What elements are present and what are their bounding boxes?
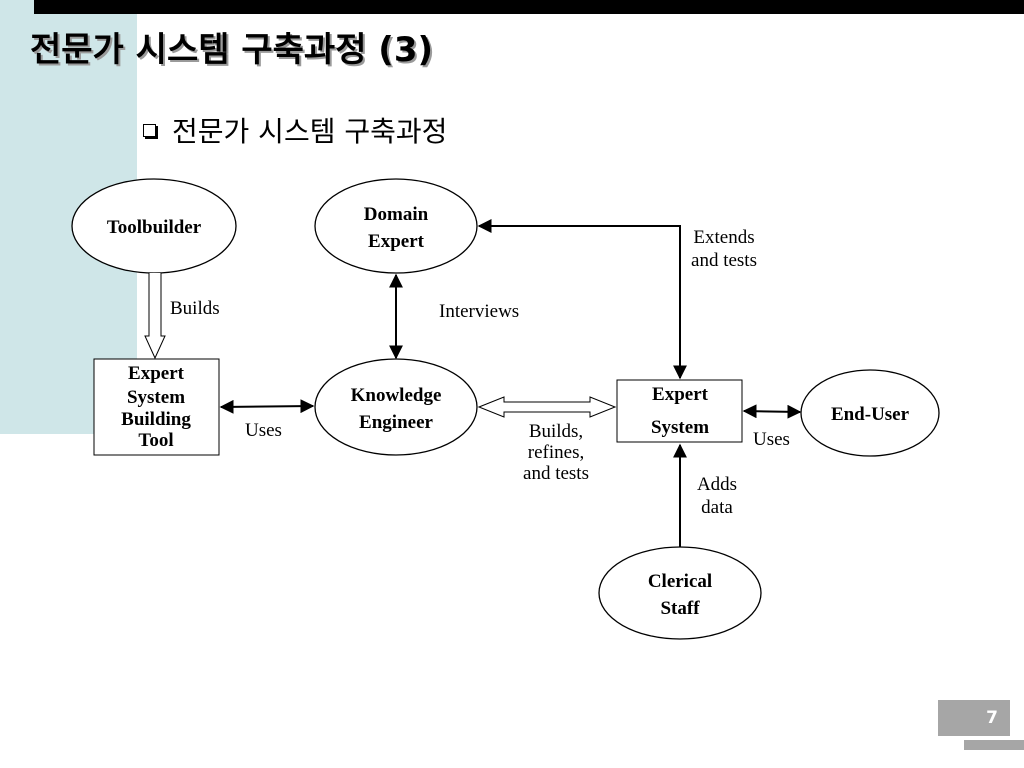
edge-adds-data-label-line1: Adds: [697, 474, 737, 495]
edge-adds-data-label-line2: data: [701, 497, 733, 518]
edge-uses-system-line: [742, 404, 802, 419]
edge-uses-tool-label: Uses: [245, 420, 282, 441]
edge-builds-hollow-arrow: [144, 273, 166, 360]
node-toolbuilder-label: Toolbuilder: [107, 217, 202, 238]
node-building-tool-label-line4: Tool: [138, 430, 173, 451]
node-building-tool: Expert System Building Tool: [93, 358, 220, 456]
edge-builds-label: Builds: [170, 298, 220, 319]
node-toolbuilder: Toolbuilder: [71, 178, 237, 274]
edge-builds-refines-label-line1: Builds,: [529, 421, 583, 442]
node-building-tool-label-line3: Building: [121, 409, 191, 430]
node-expert-system: Expert System: [616, 379, 743, 443]
slide-title: 전문가 시스템 구축과정 (3): [30, 30, 434, 70]
node-knowledge-engineer-label-line1: Knowledge: [351, 385, 442, 406]
page-number-box: [938, 700, 1010, 736]
node-expert-system-label-line1: Expert: [652, 384, 709, 405]
edge-uses-system-label: Uses: [753, 429, 790, 450]
edge-interviews-label: Interviews: [439, 301, 519, 322]
node-domain-expert-label-line1: Domain: [364, 204, 429, 225]
node-domain-expert-label-line2: Expert: [368, 231, 425, 252]
node-domain-expert: Domain Expert: [314, 178, 478, 274]
edge-extends-tests-line: [477, 219, 687, 380]
page-number: 7: [986, 708, 998, 728]
node-knowledge-engineer: Knowledge Engineer: [314, 358, 478, 456]
edge-extends-tests-label-line1: Extends: [693, 227, 754, 248]
node-clerical-staff: Clerical Staff: [598, 546, 762, 640]
node-building-tool-label-line2: System: [127, 387, 185, 408]
bullet-text: 전문가 시스템 구축과정: [172, 115, 448, 148]
node-end-user: End-User: [800, 369, 940, 457]
page-number-accent: [964, 740, 1024, 750]
edge-builds-refines-hollow-arrow: [477, 396, 617, 418]
checkbox-bullet-icon: [143, 123, 156, 137]
edge-builds-refines-label-line3: and tests: [523, 463, 589, 484]
node-end-user-label: End-User: [831, 404, 910, 425]
node-clerical-staff-label-line1: Clerical: [648, 571, 712, 592]
node-expert-system-label-line2: System: [651, 417, 709, 438]
edge-extends-tests-label-line2: and tests: [691, 250, 757, 271]
edge-uses-tool-line: [219, 399, 315, 414]
node-clerical-staff-label-line2: Staff: [660, 598, 700, 619]
node-knowledge-engineer-label-line2: Engineer: [359, 412, 433, 433]
bullet-item: 전문가 시스템 구축과정: [143, 110, 447, 150]
node-building-tool-label-line1: Expert: [128, 363, 185, 384]
top-bar: [34, 0, 1024, 14]
edge-builds-refines-label-line2: refines,: [528, 442, 584, 463]
